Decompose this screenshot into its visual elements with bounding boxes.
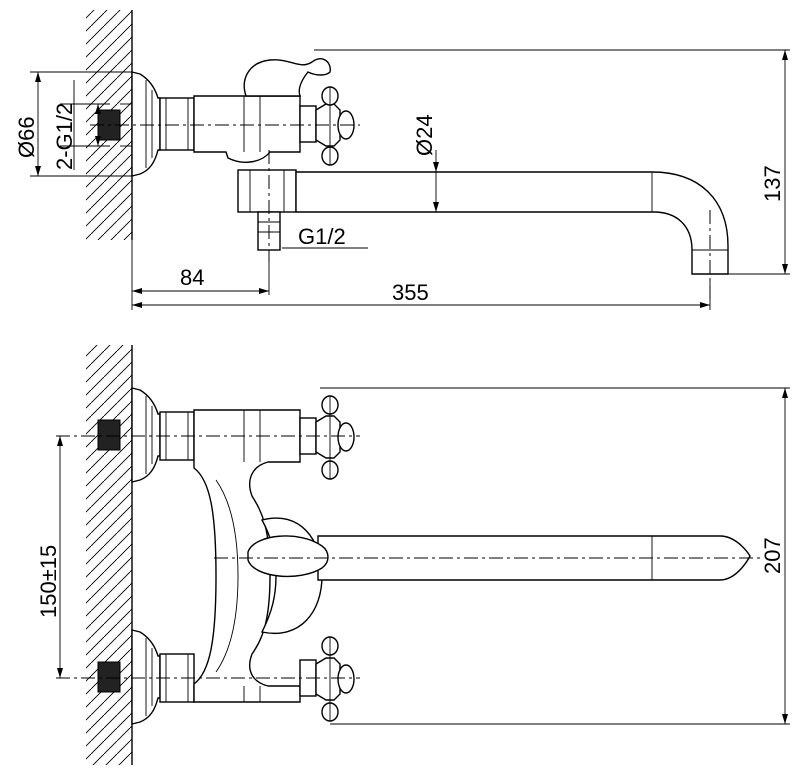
cross-handle-top [315,86,355,166]
dim-outlet-thread: G1/2 [298,224,346,249]
top-view: Ø66 2-G1/2 Ø24 137 G1/2 84 355 [14,10,790,310]
eccentric-connector-top [159,97,195,151]
inlet-thread-insert-lower [97,661,121,693]
front-view: 150±15 207 [36,345,790,765]
dim-flange-diameter: Ø66 [14,116,39,158]
wall-hatch-front [86,345,133,765]
dim-height-top: 137 [760,165,785,202]
inlet-thread-insert-upper [97,419,121,451]
diverter-lever-front [247,535,329,578]
spout-top [295,171,729,275]
diverter-lever-top [243,58,331,97]
dim-total-reach: 355 [392,280,429,305]
dim-center-distance: 150±15 [36,545,61,618]
dim-wall-to-outlet: 84 [180,265,204,290]
cross-handle-upper [315,395,355,480]
mixer-body-top [193,95,301,163]
dim-height-front: 207 [760,537,785,574]
dim-spout-diameter: Ø24 [412,114,437,156]
mixer-body-front [193,409,301,703]
cross-handle-lower [315,636,355,722]
dim-inlet-thread: 2-G1/2 [52,103,77,170]
spout-socket-top [237,169,297,213]
valve-head-top [299,105,317,143]
